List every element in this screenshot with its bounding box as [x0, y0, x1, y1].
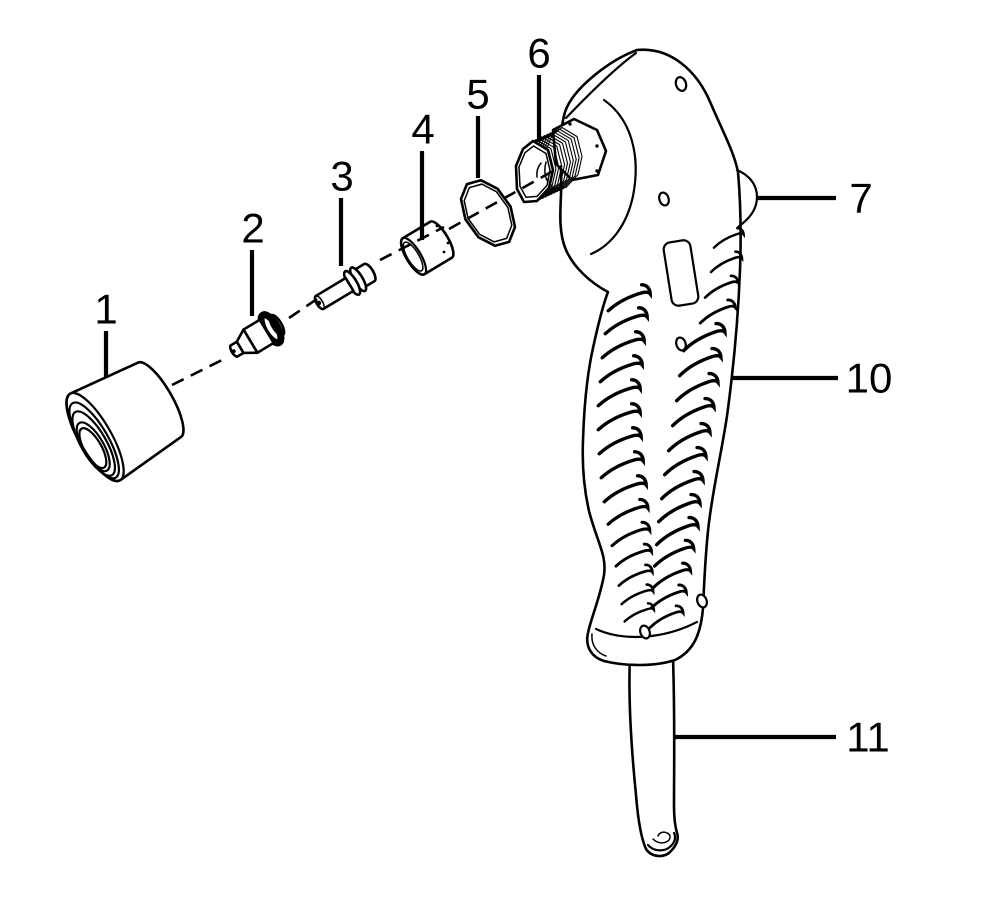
callout-label-4: 4 [411, 106, 434, 153]
swirl-ring [399, 220, 455, 276]
callout-label-5: 5 [466, 71, 489, 118]
body-screw-holes [639, 76, 708, 640]
callout-label-2: 2 [241, 205, 264, 252]
shield-cup [65, 360, 185, 483]
gasket-ring [459, 178, 517, 248]
callouts: 1 2 3 4 5 6 7 10 11 [94, 30, 892, 761]
callout-label-6: 6 [527, 30, 550, 77]
torch-cable [628, 654, 680, 858]
callout-label-7: 7 [849, 175, 872, 222]
label-plate [662, 239, 700, 307]
callout-label-1: 1 [94, 286, 117, 333]
body-outline [558, 48, 742, 667]
base-corner-line [591, 633, 607, 657]
electrode [313, 262, 377, 311]
callout-label-10: 10 [846, 355, 893, 402]
nozzle-tip [228, 311, 286, 358]
callout-label-3: 3 [330, 153, 353, 200]
hood-inner-line [564, 51, 638, 120]
assembly-centerline [171, 164, 563, 387]
callout-label-11: 11 [846, 714, 890, 761]
head-boss-arc [589, 98, 637, 256]
